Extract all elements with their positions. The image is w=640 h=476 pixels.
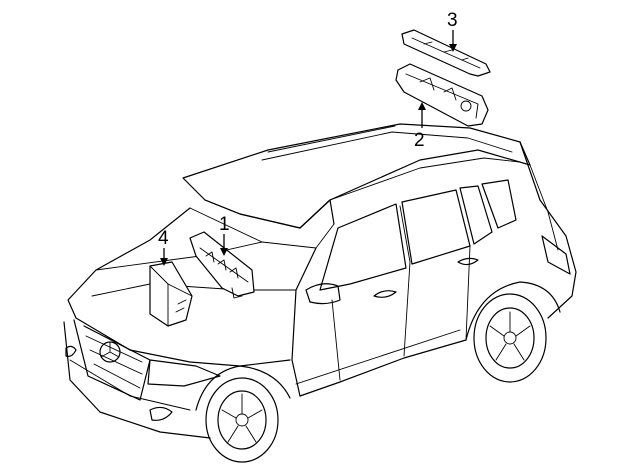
callout-3-arrowhead [449, 44, 457, 52]
callout-1-label: 1 [219, 214, 230, 235]
vehicle-illustration [63, 123, 577, 463]
part-1-module [189, 231, 255, 299]
callout-2: 2 [414, 102, 426, 151]
callout-2-label: 2 [414, 130, 425, 151]
part-2-overhead-lamp [395, 63, 489, 127]
callout-3: 3 [447, 10, 458, 52]
callout-3-label: 3 [447, 10, 458, 31]
callout-4: 4 [158, 228, 169, 266]
callout-1: 1 [219, 214, 230, 256]
callout-4-label: 4 [158, 228, 169, 249]
callout-1-arrowhead [220, 248, 228, 256]
callout-2-arrowhead [418, 102, 426, 110]
callout-4-arrowhead [160, 258, 168, 266]
part-3-lamp-cover [401, 29, 491, 77]
part-4-control-module [149, 261, 193, 327]
